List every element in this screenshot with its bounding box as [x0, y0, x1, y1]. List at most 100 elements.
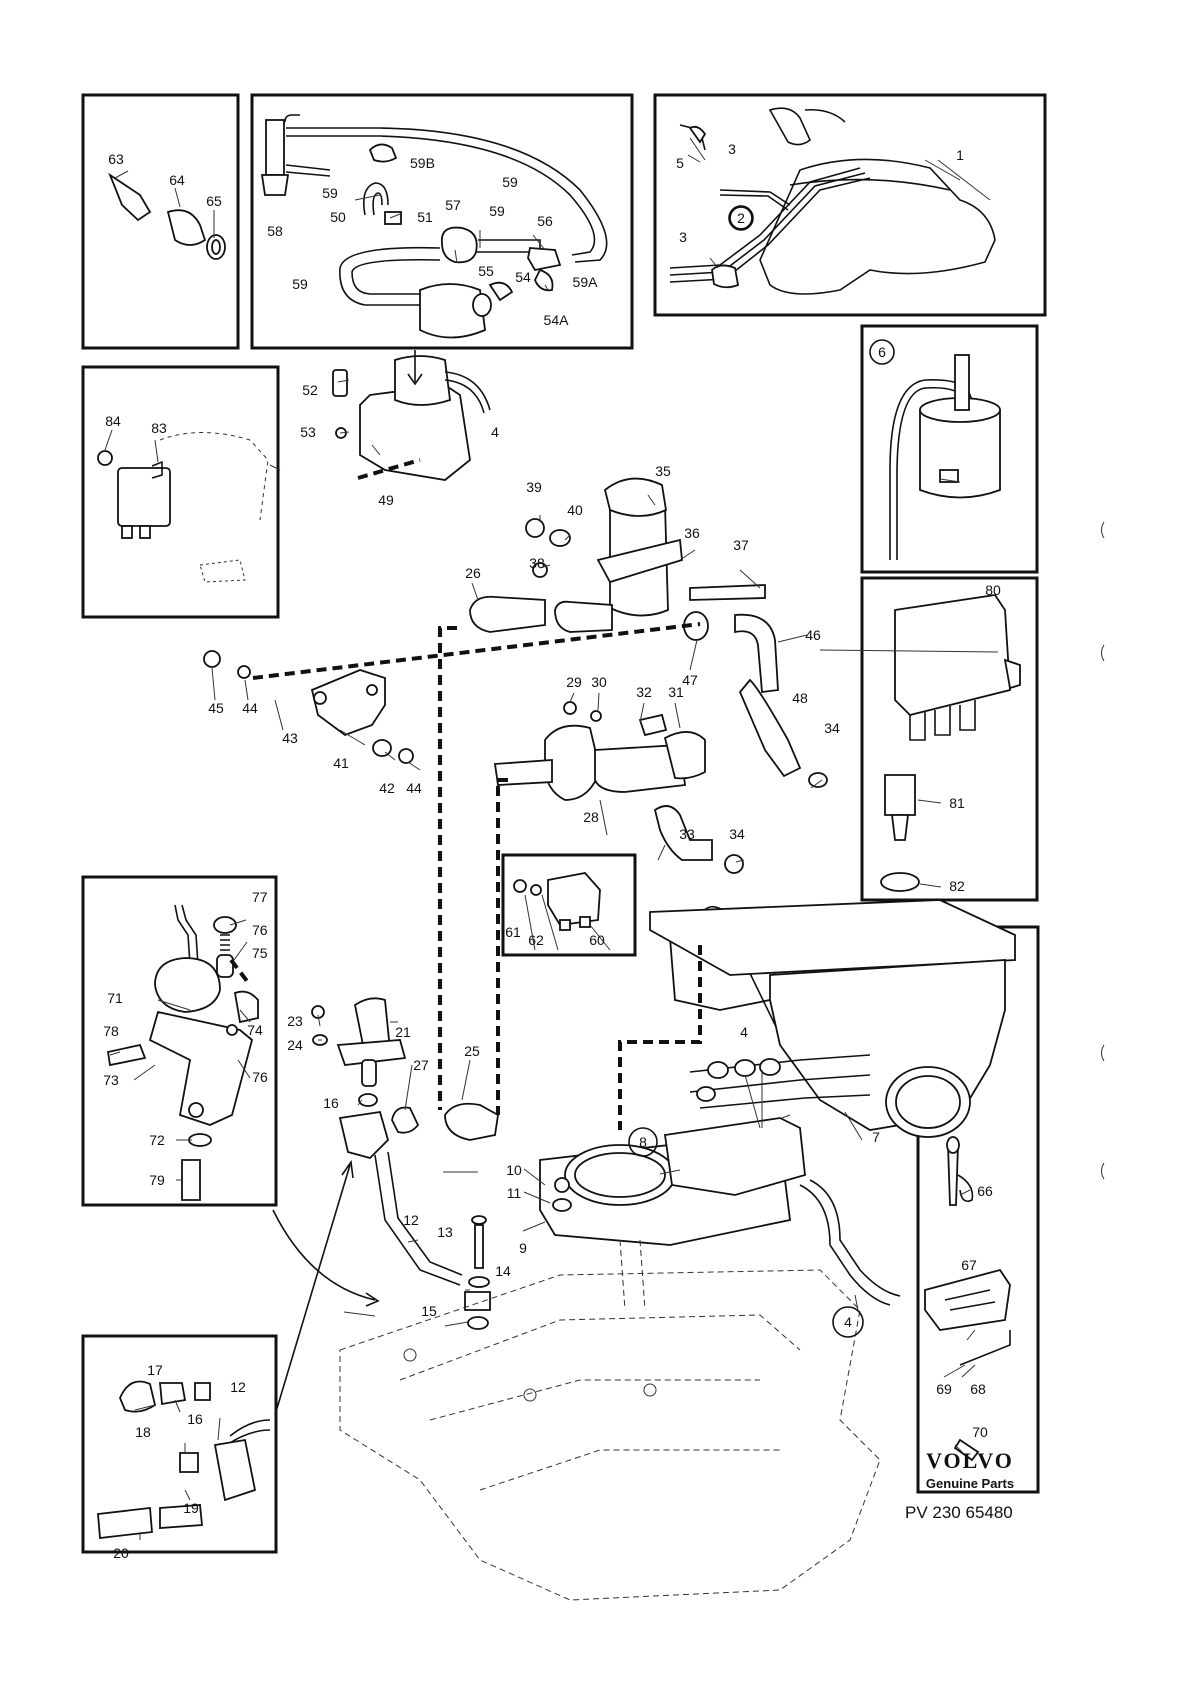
label-16-b: 16 — [187, 1411, 203, 1427]
label-67: 67 — [961, 1257, 977, 1273]
label-39: 39 — [526, 479, 542, 495]
label-31: 31 — [668, 684, 684, 700]
label-18: 18 — [135, 1424, 151, 1440]
label-70: 70 — [972, 1424, 988, 1440]
label-79: 79 — [149, 1172, 165, 1188]
callout-circle-6 — [869, 339, 895, 365]
label-63: 63 — [108, 151, 124, 167]
label-53: 53 — [300, 424, 316, 440]
switch-parts — [513, 872, 601, 931]
label-2: 2 — [737, 210, 745, 226]
label-55: 55 — [478, 263, 494, 279]
label-54: 54 — [515, 269, 531, 285]
label-33: 33 — [679, 826, 695, 842]
label-4-c: 4 — [844, 1314, 852, 1330]
label-1: 1 — [956, 147, 964, 163]
label-10: 10 — [506, 1162, 522, 1178]
dashed-connectors — [229, 458, 702, 1130]
relay-parts — [97, 432, 269, 583]
label-72: 72 — [149, 1132, 165, 1148]
label-84: 84 — [105, 413, 121, 429]
nozzle-parts — [108, 172, 226, 260]
label-14: 14 — [495, 1263, 511, 1279]
label-44-b: 44 — [406, 780, 422, 796]
fuel-tank-assembly — [669, 107, 996, 295]
label-6: 6 — [878, 344, 886, 360]
inset-box-regulator — [81, 875, 278, 1207]
label-34-a: 34 — [824, 720, 840, 736]
label-21: 21 — [395, 1024, 411, 1040]
callout-circle-8 — [628, 1127, 658, 1157]
label-83: 83 — [151, 420, 167, 436]
main-assembly — [203, 355, 1016, 1601]
label-62: 62 — [528, 932, 544, 948]
label-44-a: 44 — [242, 700, 258, 716]
canister-parts — [889, 354, 1001, 560]
label-51: 51 — [417, 209, 433, 225]
volvo-logo: VOLVO — [926, 1448, 1014, 1473]
brand-block: VOLVO Genuine Parts — [905, 1448, 1035, 1491]
label-37: 37 — [733, 537, 749, 553]
label-5: 5 — [676, 155, 684, 171]
callout-circle-4 — [832, 1306, 864, 1338]
reference-number: PV 230 65480 — [905, 1503, 1013, 1522]
label-16-a: 16 — [323, 1095, 339, 1111]
label-7: 7 — [872, 1129, 880, 1145]
label-36: 36 — [684, 525, 700, 541]
label-30: 30 — [591, 674, 607, 690]
margin-marks — [1101, 521, 1105, 1180]
label-65: 65 — [206, 193, 222, 209]
label-75: 75 — [252, 945, 268, 961]
fitting-parts — [97, 1380, 271, 1540]
inset-box-control-unit — [860, 576, 1039, 902]
label-46: 46 — [805, 627, 821, 643]
label-12: 12 — [403, 1212, 419, 1228]
label-48: 48 — [792, 690, 808, 706]
label-15: 15 — [421, 1303, 437, 1319]
label-38: 38 — [529, 555, 545, 571]
label-47: 47 — [682, 672, 698, 688]
label-4-a: 4 — [491, 424, 499, 440]
label-68: 68 — [970, 1381, 986, 1397]
label-52: 52 — [302, 382, 318, 398]
inset-box-tank — [653, 93, 1047, 317]
label-54a: 54A — [544, 312, 570, 328]
label-82: 82 — [949, 878, 965, 894]
leader-lines — [104, 137, 999, 1540]
label-78: 78 — [103, 1023, 119, 1039]
label-45: 45 — [208, 700, 224, 716]
label-69: 69 — [936, 1381, 952, 1397]
label-59-b: 59 — [322, 185, 338, 201]
circled-callouts — [628, 205, 895, 1338]
label-20: 20 — [113, 1545, 129, 1561]
label-3-b: 3 — [679, 229, 687, 245]
inset-box-nozzle — [81, 93, 240, 350]
label-80: 80 — [985, 582, 1001, 598]
label-17: 17 — [147, 1362, 163, 1378]
label-13: 13 — [437, 1224, 453, 1240]
label-61: 61 — [505, 924, 521, 940]
label-71: 71 — [107, 990, 123, 1006]
label-58: 58 — [267, 223, 283, 239]
label-59-a: 59 — [502, 174, 518, 190]
control-unit-parts — [880, 594, 1021, 892]
inset-box-fitting — [81, 1334, 278, 1554]
label-23: 23 — [287, 1013, 303, 1029]
label-49: 49 — [378, 492, 394, 508]
label-43: 43 — [282, 730, 298, 746]
inset-box-switch — [501, 853, 637, 957]
label-64: 64 — [169, 172, 185, 188]
label-77: 77 — [252, 889, 268, 905]
label-66: 66 — [977, 1183, 993, 1199]
label-56: 56 — [537, 213, 553, 229]
label-11: 11 — [507, 1185, 522, 1201]
label-3-a: 3 — [728, 141, 736, 157]
label-26: 26 — [465, 565, 481, 581]
inset-box-relay — [81, 365, 280, 619]
label-35: 35 — [655, 463, 671, 479]
label-41: 41 — [333, 755, 349, 771]
label-59b: 59B — [410, 155, 435, 171]
label-60: 60 — [589, 932, 605, 948]
label-25: 25 — [464, 1043, 480, 1059]
